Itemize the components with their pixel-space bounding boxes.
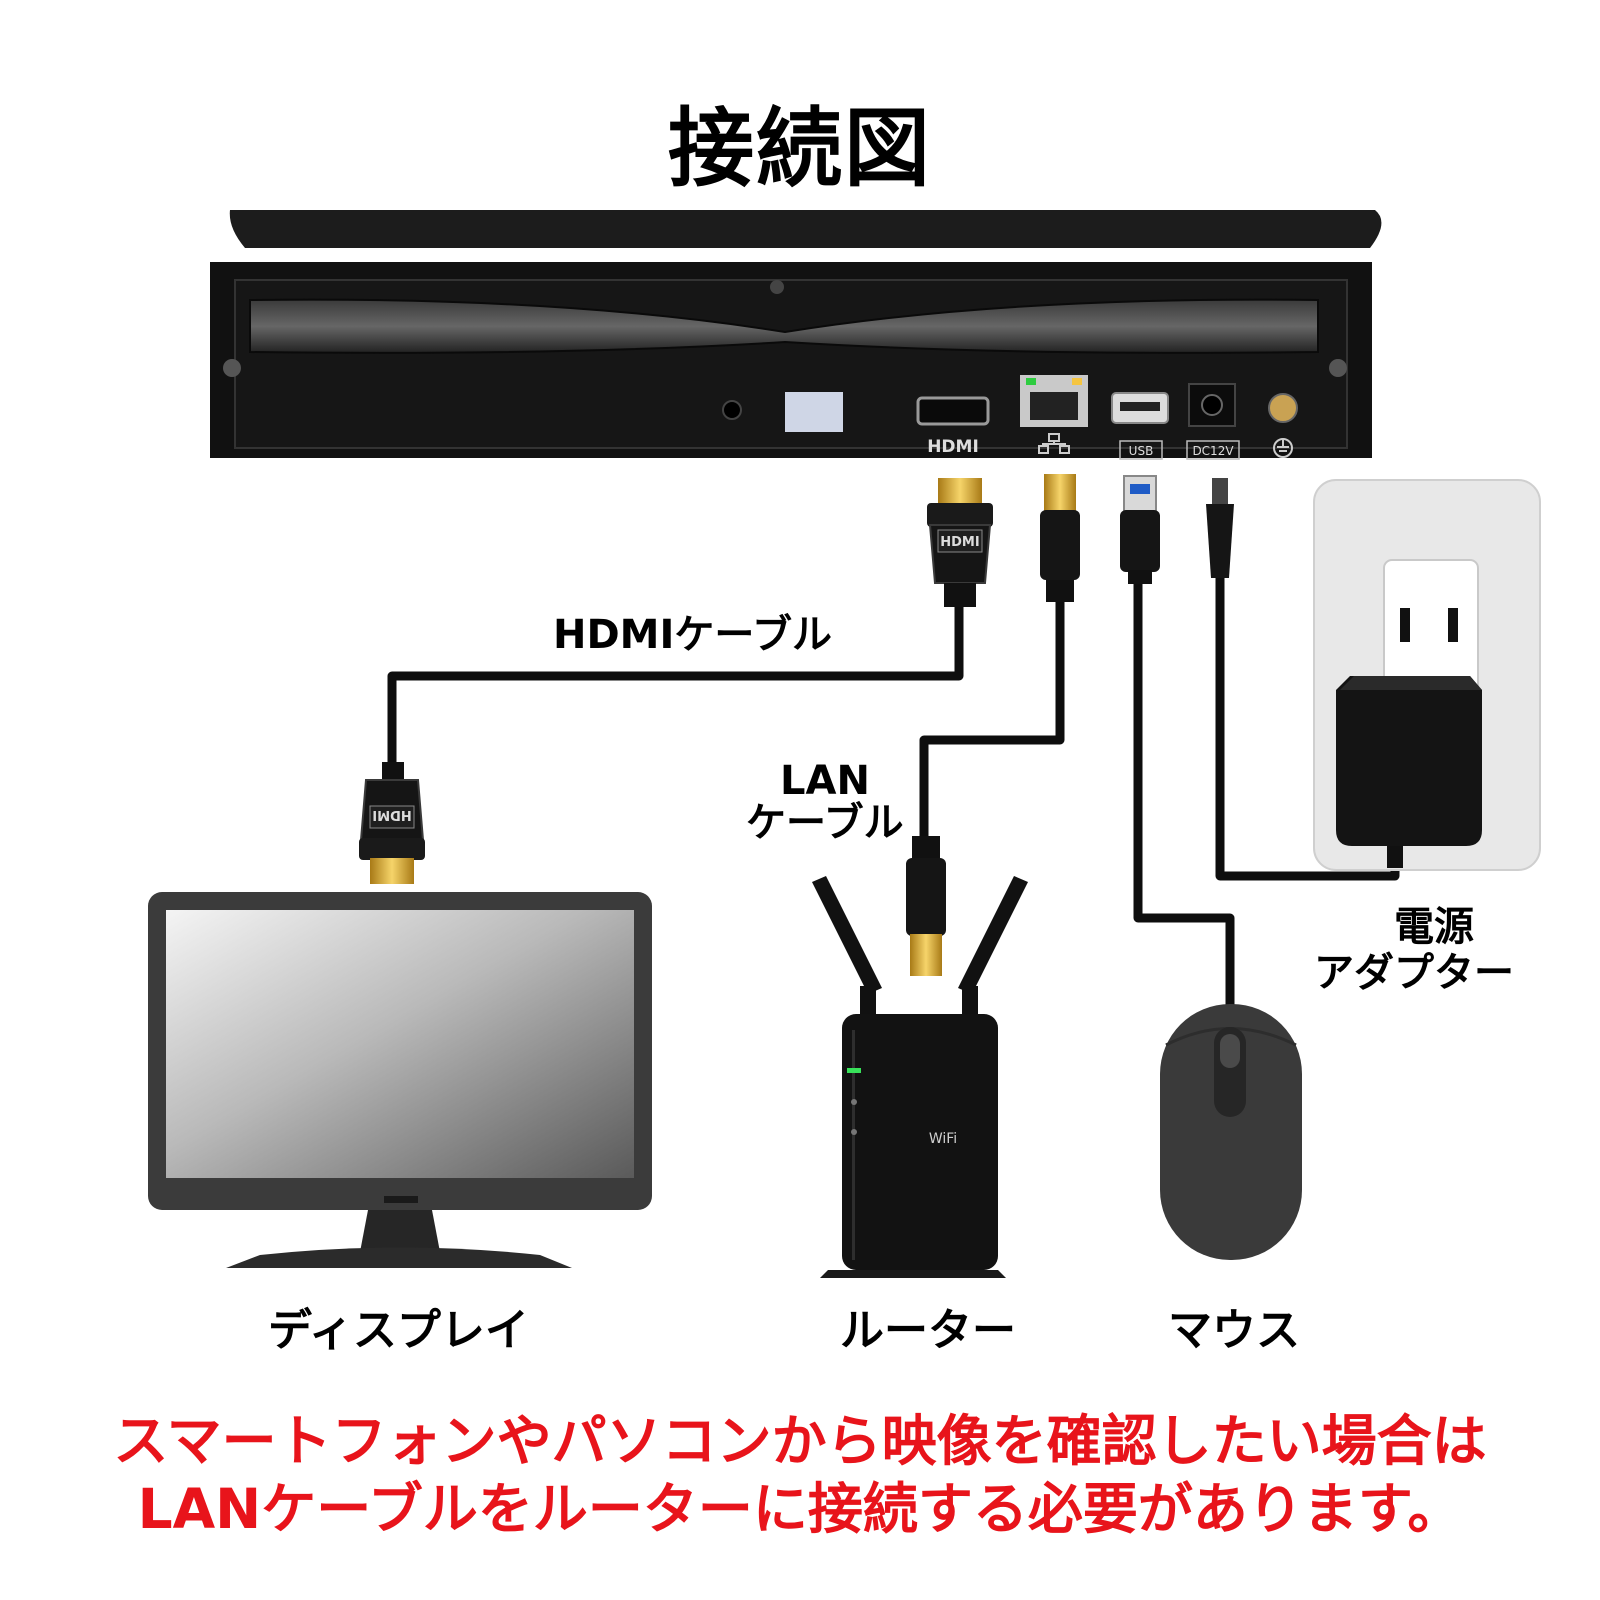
- ground-icon: [1273, 438, 1293, 458]
- display-hdmi-plug-icon: HDMI: [359, 762, 425, 884]
- dc-port-label-box: [1186, 440, 1240, 460]
- hdmi-plug-icon: HDMI: [927, 478, 993, 607]
- router-lan-plug-icon: [906, 836, 946, 976]
- ground-screw: [1268, 393, 1298, 423]
- lan-cable-label-line2: ケーブル: [746, 800, 904, 846]
- dc-plug-icon: [1206, 478, 1234, 578]
- network-icon: [1038, 433, 1070, 454]
- router-led: [847, 1068, 861, 1073]
- page-title: 接続図: [668, 99, 932, 199]
- nvr-top-cover: [229, 210, 1382, 248]
- router-antenna: [812, 876, 882, 994]
- lan-cable-label-line1: LAN: [780, 758, 870, 804]
- screw-icon: [1329, 359, 1347, 377]
- hdmi-cable: [387, 605, 964, 768]
- power-adapter-label-line2: アダプター: [1314, 950, 1514, 996]
- note-line-1: スマートフォンやパソコンから映像を確認したい場合は: [113, 1409, 1487, 1473]
- antenna: [249, 298, 1319, 354]
- cables: [387, 574, 1400, 1010]
- note-line-2: LANケーブルをルーターに接続する必要があります。: [137, 1477, 1463, 1541]
- lan-led: [1072, 378, 1082, 385]
- nvr-recorder: HDMI USB DC12V: [210, 210, 1382, 460]
- usb-port-tongue: [1120, 402, 1160, 411]
- lan-cable: [919, 598, 1065, 838]
- display-label: ディスプレイ: [268, 1305, 529, 1356]
- svg-text:HDMI: HDMI: [372, 807, 411, 822]
- router-antenna: [958, 876, 1028, 994]
- hdmi-cable-label: HDMIケーブル: [553, 612, 832, 658]
- label-sticker: [785, 392, 843, 432]
- lan-plug-icon: [1040, 474, 1080, 602]
- display-monitor: [148, 892, 652, 1268]
- hdmi-port: [916, 396, 990, 426]
- usb-plug-icon: [1120, 475, 1160, 584]
- router: WiFi: [812, 876, 1028, 1278]
- power-adapter: [1336, 676, 1482, 868]
- audio-jack: [722, 400, 742, 420]
- mouse: [1160, 1004, 1302, 1260]
- screw-icon: [223, 359, 241, 377]
- power-adapter-label-line1: 電源: [1394, 904, 1474, 950]
- lan-port-socket: [1030, 392, 1078, 420]
- dc-port-hole: [1201, 394, 1223, 416]
- usb-port-label-box: [1119, 440, 1163, 460]
- usb-port-label: USB: [1129, 444, 1154, 458]
- usb-cable: [1133, 578, 1235, 1010]
- router-label: ルーター: [840, 1305, 1016, 1356]
- screw-icon: [770, 280, 784, 294]
- router-wifi-text: WiFi: [929, 1131, 957, 1147]
- mouse-label: マウス: [1168, 1305, 1300, 1356]
- dc-port-label: DC12V: [1192, 444, 1234, 458]
- hdmi-port-label: HDMI: [927, 437, 979, 457]
- lan-led: [1026, 378, 1036, 385]
- svg-text:HDMI: HDMI: [940, 535, 979, 550]
